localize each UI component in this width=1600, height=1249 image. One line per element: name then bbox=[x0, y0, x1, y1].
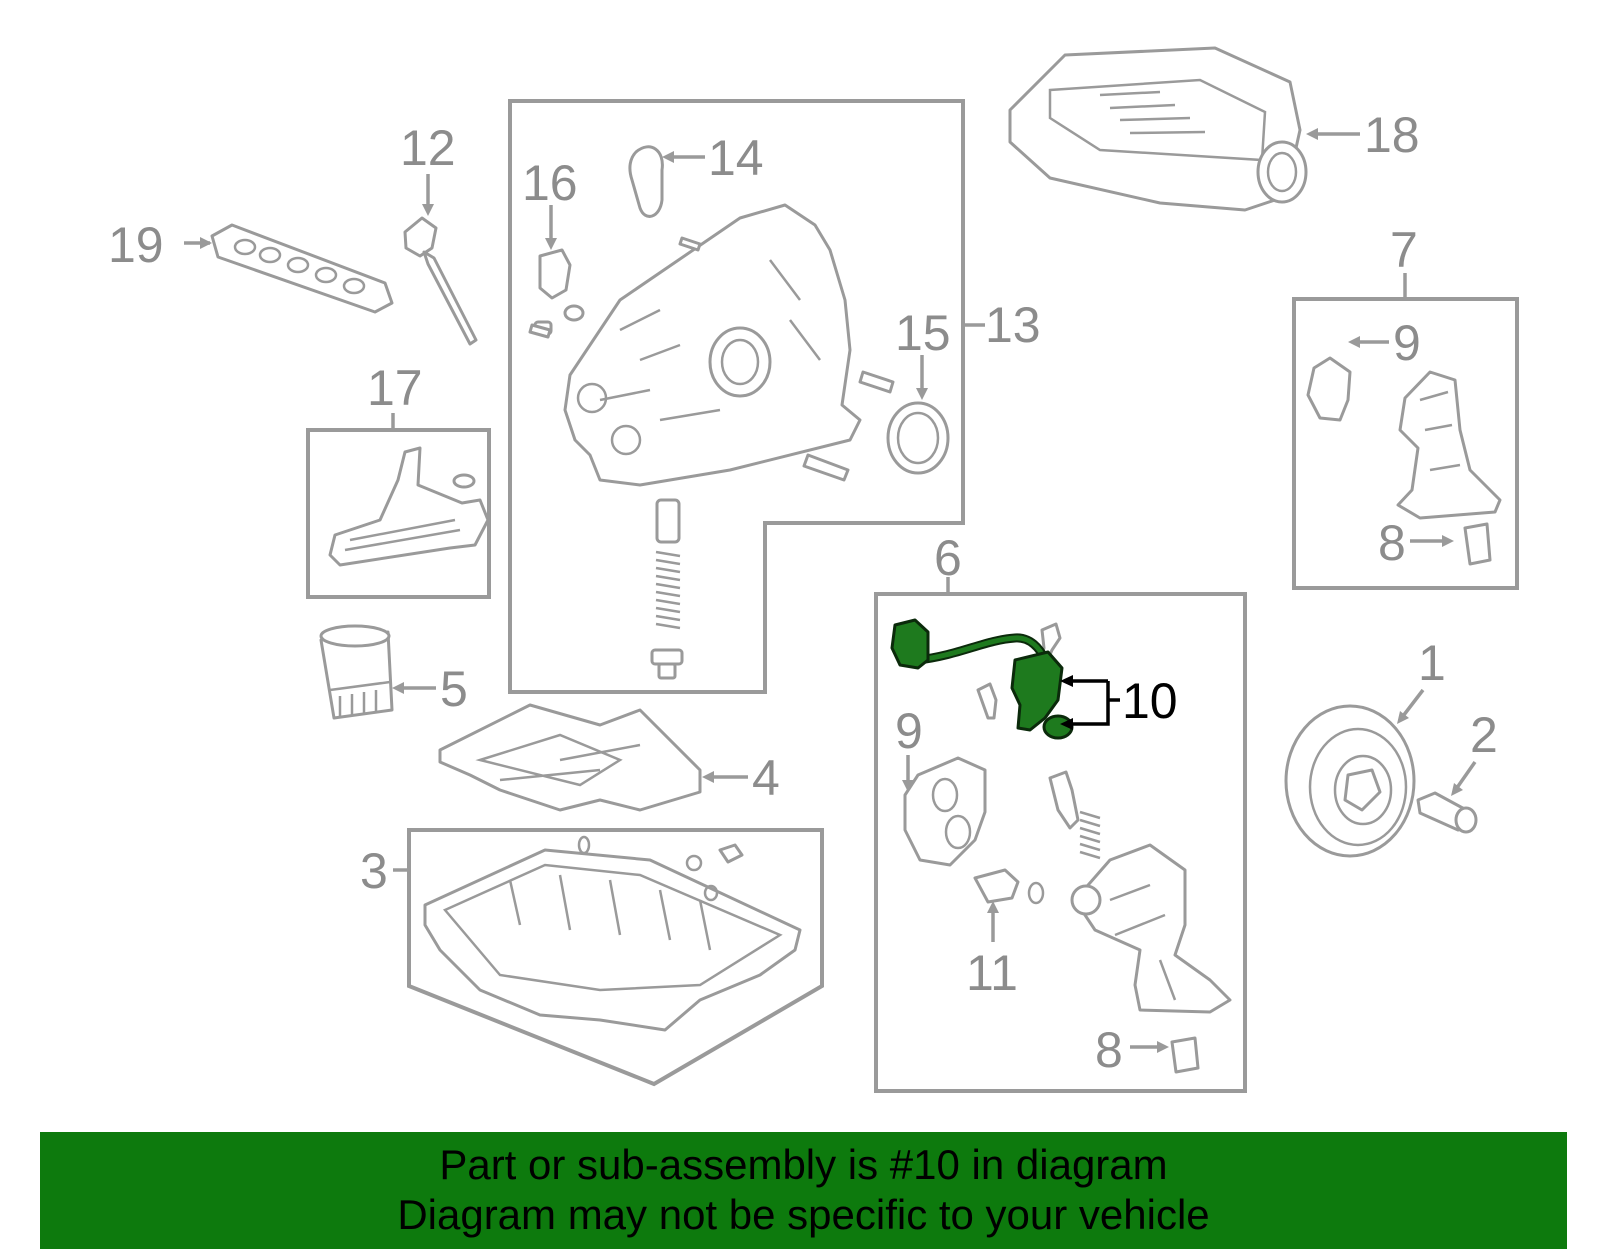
pulley-bolt-part-2 bbox=[1416, 791, 1478, 834]
callout-6: 6 bbox=[934, 530, 962, 586]
callout-13: 13 bbox=[985, 297, 1041, 353]
callout-15: 15 bbox=[895, 305, 951, 361]
relief-valve-spring bbox=[650, 498, 684, 680]
filter-base-part-7 bbox=[1306, 356, 1502, 566]
oil-seal-part-15 bbox=[886, 401, 950, 475]
oil-control-assembly-part-6 bbox=[903, 622, 1232, 1074]
callout-9-top: 9 bbox=[1393, 315, 1421, 371]
callout-16: 16 bbox=[522, 155, 578, 211]
oil-strainer-part-17 bbox=[328, 446, 490, 567]
group-box-17 bbox=[306, 428, 491, 599]
oil-filter-part-5 bbox=[319, 624, 394, 720]
gasket-part-19 bbox=[210, 223, 394, 314]
callout-10: 10 bbox=[1122, 673, 1178, 729]
callout-8-top: 8 bbox=[1378, 515, 1406, 571]
callout-18: 18 bbox=[1364, 107, 1420, 163]
callout-4: 4 bbox=[752, 750, 780, 806]
callout-1: 1 bbox=[1418, 635, 1446, 691]
group-box-6 bbox=[874, 592, 1247, 1093]
callout-7: 7 bbox=[1390, 222, 1418, 278]
crank-pulley-part-1 bbox=[1284, 704, 1416, 858]
highlighted-part-10-solenoid bbox=[890, 618, 1074, 740]
group-box-3 bbox=[407, 828, 824, 1087]
sensor-part-16 bbox=[533, 248, 585, 336]
dipstick-part bbox=[403, 216, 478, 346]
group-box-13 bbox=[508, 99, 965, 694]
callout-5: 5 bbox=[440, 661, 468, 717]
callout-19: 19 bbox=[108, 217, 164, 273]
oil-pan-part-3 bbox=[423, 835, 802, 1032]
banner-line-disclaimer: Diagram may not be specific to your vehi… bbox=[397, 1191, 1210, 1238]
callout-17: 17 bbox=[367, 360, 423, 416]
leader-bracket-10 bbox=[1060, 675, 1120, 730]
banner-line-part-info: Part or sub-assembly is #10 in diagram bbox=[439, 1141, 1168, 1188]
callout-2: 2 bbox=[1470, 707, 1498, 763]
leader-lines bbox=[184, 128, 1477, 1053]
callout-11: 11 bbox=[966, 945, 1018, 1001]
intake-manifold-part bbox=[1008, 46, 1308, 212]
callout-3: 3 bbox=[360, 843, 388, 899]
callout-12: 12 bbox=[400, 120, 456, 176]
seal-part-14 bbox=[628, 145, 664, 218]
baffle-plate-part-4 bbox=[438, 703, 702, 812]
callout-9-box6: 9 bbox=[895, 703, 923, 759]
front-cover-part-13 bbox=[528, 203, 895, 487]
callout-8-box6: 8 bbox=[1095, 1022, 1123, 1078]
callout-14: 14 bbox=[708, 130, 764, 186]
info-banner: Part or sub-assembly is #10 in diagram D… bbox=[40, 1132, 1567, 1249]
